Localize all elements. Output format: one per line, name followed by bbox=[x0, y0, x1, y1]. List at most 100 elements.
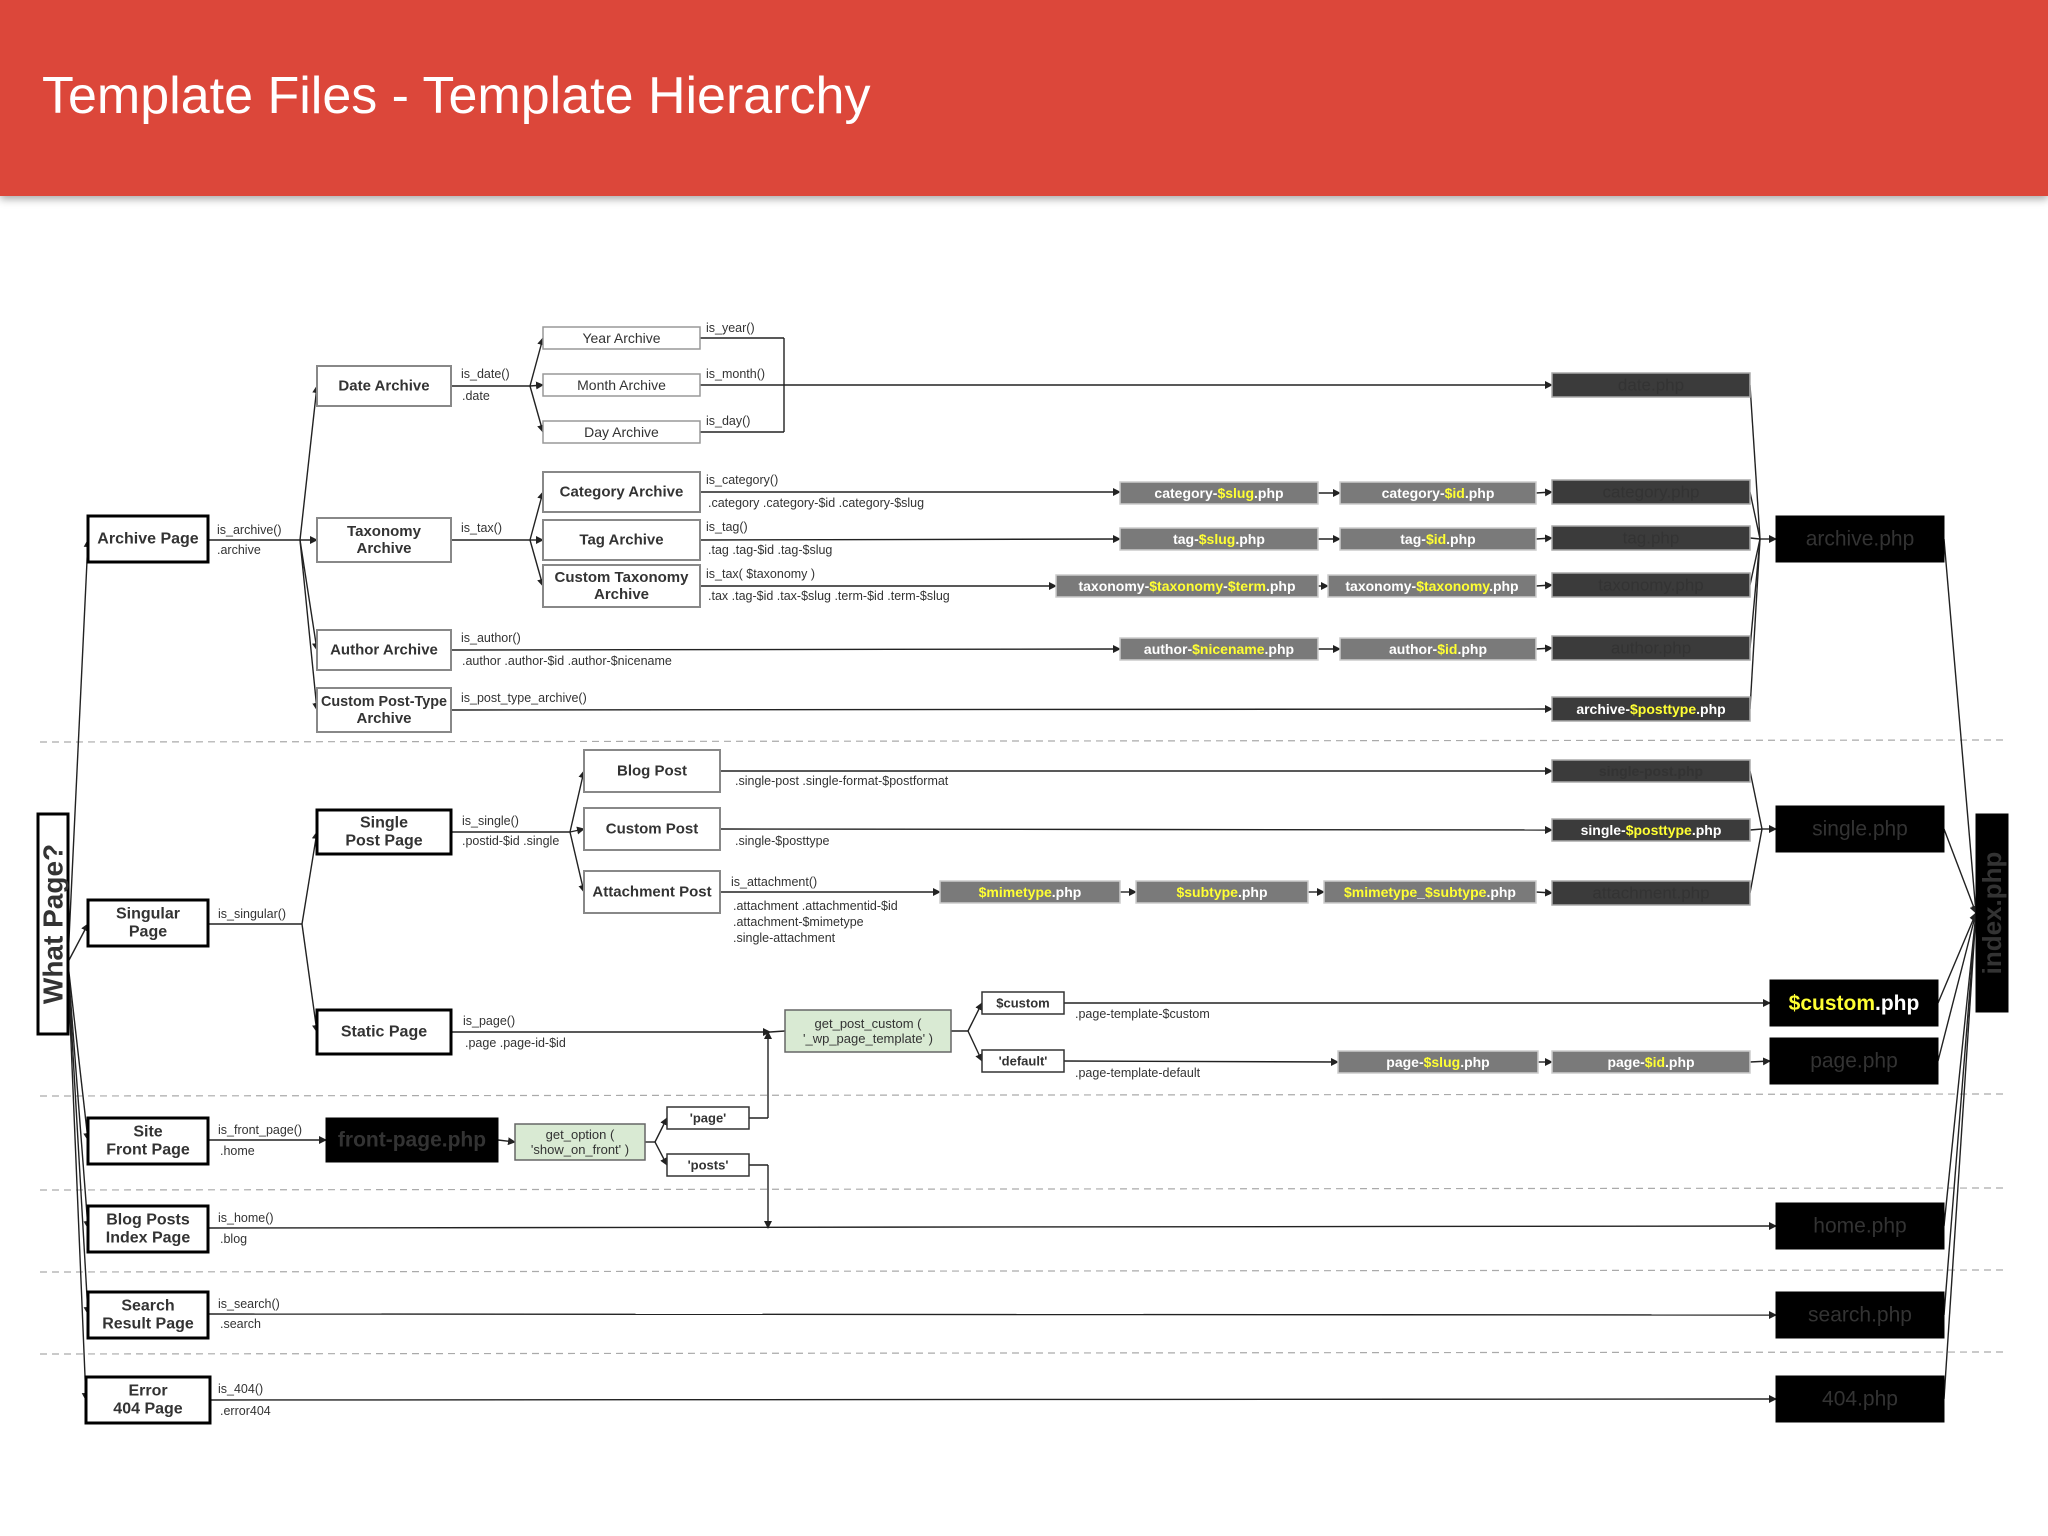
page-id-php-label: page-$id.php bbox=[1607, 1054, 1694, 1070]
connector-line bbox=[967, 1002, 983, 1032]
is-month-label: is_month() bbox=[706, 367, 765, 381]
taxonomy-taxonomy-term-php-label: taxonomy-$taxonomy-$term.php bbox=[1078, 578, 1295, 594]
connector-line bbox=[1943, 912, 1980, 1400]
is-date-label: is_date() bbox=[461, 367, 510, 381]
connector-line bbox=[207, 1310, 1777, 1319]
archive-php-node: archive.php bbox=[1775, 515, 1945, 563]
connector-line bbox=[1943, 912, 1980, 1227]
subtype-php-label: $subtype.php bbox=[1176, 884, 1267, 900]
is-post-type-archive-label: is_post_type_archive() bbox=[461, 691, 587, 705]
archive-page-node: Archive Page bbox=[86, 514, 210, 564]
attachment-post-node: Attachment Post bbox=[583, 870, 721, 914]
connector-line bbox=[301, 923, 320, 1033]
opt-posts-label: 'posts' bbox=[688, 1158, 729, 1173]
tax-classes-label: .tax .tag-$id .tax-$slug .term-$id .term… bbox=[708, 589, 950, 603]
connector-line bbox=[209, 1395, 1777, 1404]
is-day-label: is_day() bbox=[706, 414, 750, 428]
page-id-php-node: page-$id.php bbox=[1551, 1050, 1751, 1074]
category-archive-node: Category Archive bbox=[542, 471, 701, 513]
is-single-label: is_single() bbox=[462, 814, 519, 828]
connector-line bbox=[1749, 538, 1761, 586]
day-archive-node: Day Archive bbox=[542, 420, 701, 444]
subtype-php-node: $subtype.php bbox=[1135, 880, 1309, 904]
connector-line bbox=[1535, 644, 1553, 653]
header-bar: Template Files - Template Hierarchy bbox=[0, 0, 2048, 196]
month-archive-node: Month Archive bbox=[542, 373, 701, 397]
taxonomy-archive-label: Taxonomy bbox=[347, 523, 422, 540]
get-option-label: get_option ( bbox=[546, 1127, 615, 1142]
page-slug-php-node: page-$slug.php bbox=[1337, 1050, 1539, 1074]
connector-line bbox=[529, 539, 545, 587]
is-singular-label: is_singular() bbox=[218, 907, 286, 921]
connector-line bbox=[1535, 488, 1553, 497]
author-archive-node: Author Archive bbox=[316, 629, 452, 671]
page-template-custom-label: .page-template-$custom bbox=[1075, 1007, 1210, 1021]
error404-class-label: .error404 bbox=[220, 1404, 271, 1418]
tag-archive-node: Tag Archive bbox=[542, 519, 701, 561]
opt-default-label: 'default' bbox=[999, 1054, 1048, 1069]
is-tag-label: is_tag() bbox=[706, 520, 748, 534]
custom-taxonomy-archive-label: Archive bbox=[594, 586, 649, 603]
connector-line bbox=[299, 385, 321, 541]
custom-taxonomy-archive-label: Custom Taxonomy bbox=[555, 569, 690, 586]
opt-custom-node: $custom bbox=[981, 991, 1065, 1015]
index-php-label: index.php bbox=[1977, 852, 2007, 975]
search-result-page-label: Result Page bbox=[102, 1316, 194, 1333]
taxonomy-taxonomy-php-node: taxonomy-$taxonomy.php bbox=[1327, 574, 1537, 598]
tag-id-php-label: tag-$id.php bbox=[1400, 531, 1475, 547]
site-front-page-label: Front Page bbox=[106, 1142, 190, 1159]
connector-line bbox=[529, 385, 545, 433]
connector-line bbox=[529, 491, 546, 541]
opt-default-node: 'default' bbox=[981, 1049, 1065, 1073]
what-page-node: What Page? bbox=[36, 812, 70, 1036]
connector-line bbox=[1749, 384, 1761, 540]
category-classes-label: .category .category-$id .category-$slug bbox=[708, 496, 924, 510]
single-php-label: single.php bbox=[1812, 818, 1908, 841]
connector-line bbox=[967, 1030, 983, 1062]
connector-line bbox=[654, 1117, 668, 1143]
single-post-php-label: single-post.php bbox=[1599, 763, 1703, 779]
custom-post-label: Custom Post bbox=[606, 821, 699, 838]
taxonomy-php-node: taxonomy.php bbox=[1551, 572, 1751, 598]
connector-line bbox=[654, 1141, 668, 1166]
connector-line bbox=[450, 705, 1553, 714]
connector-line bbox=[1943, 912, 1980, 1316]
tag-id-php-node: tag-$id.php bbox=[1339, 527, 1537, 551]
site-front-page-label: Site bbox=[133, 1123, 162, 1140]
tag-classes-label: .tag .tag-$id .tag-$slug bbox=[708, 543, 832, 557]
archive-posttype-php-label: archive-$posttype.php bbox=[1576, 701, 1725, 717]
tag-archive-label: Tag Archive bbox=[579, 532, 663, 549]
connector-line bbox=[450, 645, 1121, 654]
author-id-php-label: author-$id.php bbox=[1389, 641, 1487, 657]
is-category-label: is_category() bbox=[706, 473, 778, 487]
error-404-page-label: Error bbox=[128, 1382, 167, 1399]
is-archive-label: is_archive() bbox=[217, 523, 282, 537]
connector-line bbox=[1535, 581, 1553, 590]
custom-php-label: $custom.php bbox=[1789, 992, 1920, 1015]
custom-php-node: $custom.php bbox=[1769, 979, 1939, 1027]
blog-class-label: .blog bbox=[220, 1232, 247, 1246]
search-class-label: .search bbox=[220, 1317, 261, 1331]
taxonomy-php-label: taxonomy.php bbox=[1598, 576, 1704, 595]
static-page-label: Static Page bbox=[341, 1024, 427, 1041]
connector-line bbox=[67, 963, 92, 1141]
page-title: Template Files - Template Hierarchy bbox=[42, 67, 871, 125]
tag-php-node: tag.php bbox=[1551, 525, 1751, 551]
author-php-node: author.php bbox=[1551, 635, 1751, 661]
404-php-node: 404.php bbox=[1775, 1375, 1945, 1423]
blog-post-label: Blog Post bbox=[617, 763, 687, 780]
is-search-label: is_search() bbox=[218, 1297, 280, 1311]
connector-line bbox=[1535, 534, 1553, 543]
connector-line bbox=[1749, 537, 1761, 540]
home-php-node: home.php bbox=[1775, 1202, 1945, 1250]
page-classes-label: .page .page-id-$id bbox=[465, 1036, 566, 1050]
tag-slug-php-node: tag-$slug.php bbox=[1119, 527, 1319, 551]
author-classes-label: .author .author-$id .author-$nicename bbox=[462, 654, 672, 668]
get-post-custom-label: '_wp_page_template' ) bbox=[803, 1031, 933, 1046]
single-post-php-node: single-post.php bbox=[1551, 759, 1751, 783]
opt-posts-node: 'posts' bbox=[666, 1153, 750, 1177]
is-attachment-label: is_attachment() bbox=[731, 875, 817, 889]
